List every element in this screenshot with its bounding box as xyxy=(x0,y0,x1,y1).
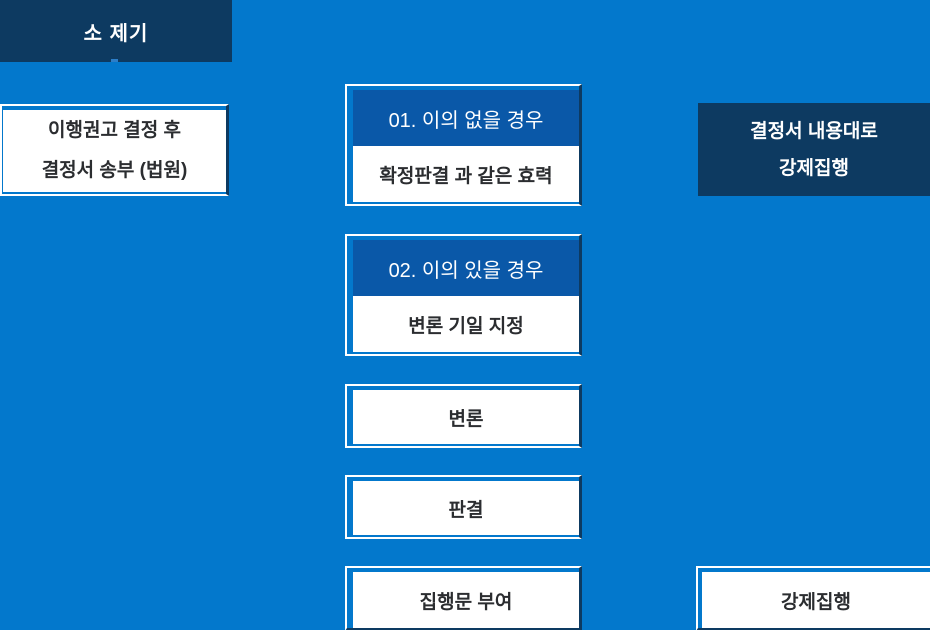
pleading-label: 변론 xyxy=(353,390,579,444)
writ-of-execution-label: 집행문 부여 xyxy=(353,572,579,628)
pleading-box: 변론 xyxy=(345,384,582,448)
writ-of-execution-box: 집행문 부여 xyxy=(345,566,582,630)
compulsory-execution-label: 강제집행 xyxy=(702,572,930,628)
case1-body: 확정판결 과 같은 효력 xyxy=(353,146,579,202)
decision-notice-line2: 결정서 송부 (법원) xyxy=(41,160,188,181)
start-node-notch xyxy=(111,59,118,62)
decision-notice-fill: 이행권고 결정 후 결정서 송부 (법원) xyxy=(3,110,226,192)
case2-group: 02. 이의 있을 경우 변론 기일 지정 xyxy=(345,234,582,356)
start-node-label: 소 제기 xyxy=(83,22,149,45)
compulsory-execution-box: 강제집행 xyxy=(696,566,930,630)
enforce-per-decision-line1: 결정서 내용대로 xyxy=(750,120,878,142)
judgment-box: 판결 xyxy=(345,475,582,539)
enforce-per-decision-box: 결정서 내용대로 강제집행 xyxy=(698,103,930,196)
case2-header: 02. 이의 있을 경우 xyxy=(353,240,579,296)
start-node: 소 제기 xyxy=(0,0,232,62)
decision-notice-line1: 이행권고 결정 후 xyxy=(48,120,181,141)
case1-header: 01. 이의 없을 경우 xyxy=(353,90,579,146)
decision-notice-box: 이행권고 결정 후 결정서 송부 (법원) xyxy=(0,104,229,196)
case2-body: 변론 기일 지정 xyxy=(353,296,579,352)
judgment-label: 판결 xyxy=(353,481,579,535)
enforce-per-decision-line2: 강제집행 xyxy=(779,157,849,179)
case1-group: 01. 이의 없을 경우 확정판결 과 같은 효력 xyxy=(345,84,582,206)
